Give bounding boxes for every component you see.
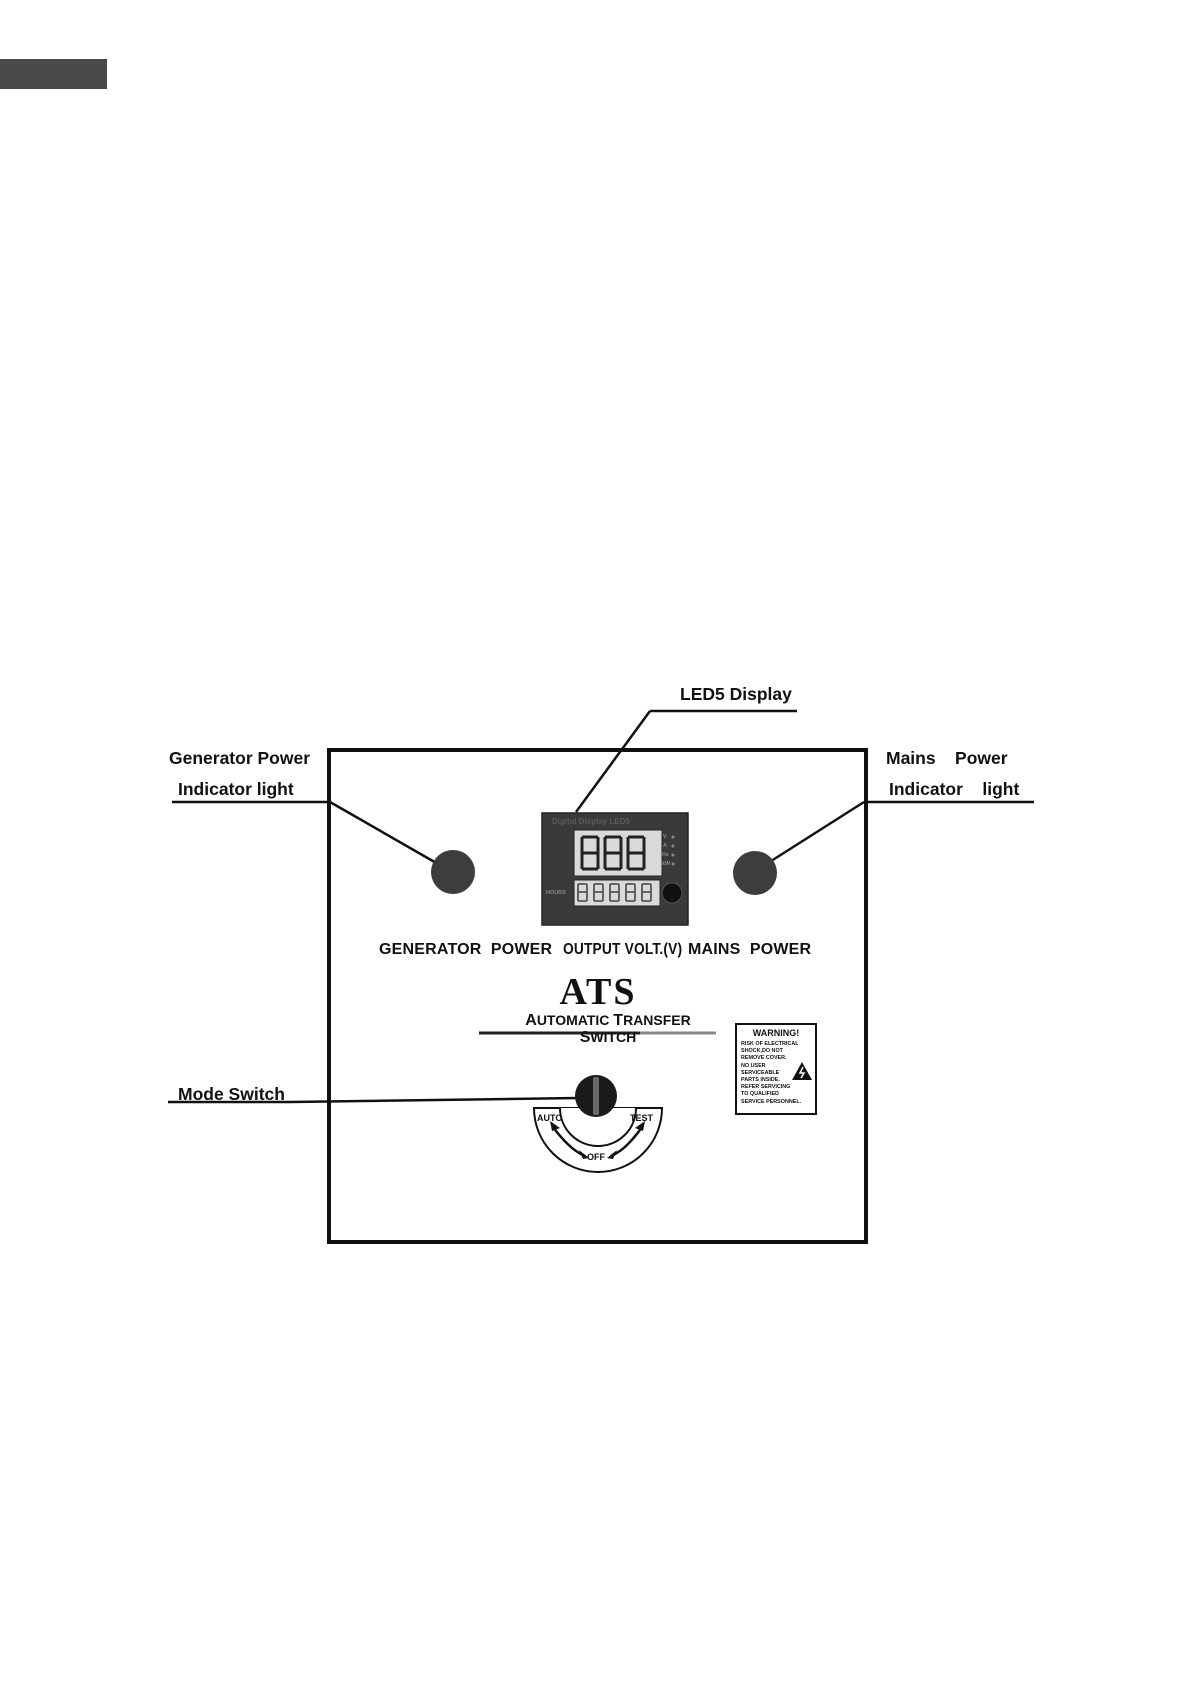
warning-line: RISK OF ELECTRICAL bbox=[741, 1041, 799, 1047]
warning-line: SERVICE PERSONNEL. bbox=[741, 1098, 802, 1105]
mains-power-label: MAINS POWER bbox=[688, 941, 812, 958]
mode-dial bbox=[532, 1075, 664, 1173]
output-volt-label: OUTPUT VOLT.(V) bbox=[563, 941, 683, 958]
subtitle-a-lead: A bbox=[525, 1012, 537, 1029]
generator-callout-line1: Generator Power bbox=[169, 748, 311, 768]
mode-switch-callout-label: Mode Switch bbox=[178, 1084, 285, 1104]
generator-callout-line2: Indicator light bbox=[178, 779, 294, 799]
warning-line: TO QUALIFIED bbox=[741, 1091, 779, 1098]
led-upper-digits bbox=[580, 835, 646, 871]
subtitle-s-rest: WITCH bbox=[590, 1029, 637, 1045]
ats-logo: ATS bbox=[559, 971, 637, 1013]
led-reset-button bbox=[661, 882, 683, 904]
mode-callout-leader bbox=[289, 1096, 579, 1104]
generator-callout-leader bbox=[329, 800, 439, 866]
warning-line: REMOVE COVER. bbox=[741, 1055, 787, 1062]
warning-line: SHOCK,DO NOT bbox=[741, 1048, 783, 1055]
header-tab-bar bbox=[0, 59, 107, 89]
dial-auto-label: AUTO bbox=[537, 1113, 563, 1123]
warning-line: REFER SERVICING bbox=[741, 1084, 791, 1091]
generator-power-label: GENERATOR POWER bbox=[379, 941, 553, 958]
subtitle-t-lead: T bbox=[613, 1012, 624, 1029]
led-callout-label: LED5 Display bbox=[680, 684, 792, 704]
dial-off-label: OFF bbox=[587, 1152, 605, 1162]
generator-power-lamp bbox=[431, 850, 475, 894]
led-indicator-dots bbox=[671, 835, 675, 866]
electric-shock-warning-icon bbox=[792, 1062, 812, 1080]
warning-line: PARTS INSIDE. bbox=[741, 1077, 780, 1084]
ats-subtitle: AUTOMATIC TRANSFER SWITCH bbox=[508, 1012, 708, 1046]
led-display-title: Digital Display LED5 bbox=[552, 817, 630, 826]
led-indicator-v: V bbox=[663, 834, 667, 840]
subtitle-a-rest: UTOMATIC bbox=[536, 1012, 614, 1028]
led-hours-label: HOURS bbox=[546, 890, 566, 896]
warning-title: WARNING! bbox=[752, 1028, 800, 1038]
mains-callout-leader bbox=[767, 800, 865, 865]
subtitle-s-lead: S bbox=[579, 1029, 591, 1046]
mains-callout-line1: Mains Power bbox=[886, 748, 1008, 768]
led5-display-module bbox=[541, 812, 689, 926]
led-indicator-hz: Hz bbox=[662, 852, 669, 858]
led-indicator-a: A bbox=[663, 843, 667, 849]
subtitle-t-rest: RANSFER bbox=[623, 1012, 691, 1028]
mains-callout-line2: Indicator light bbox=[889, 779, 1020, 799]
led-indicator-kw: kW bbox=[662, 861, 671, 867]
dial-test-label: TEST bbox=[630, 1113, 654, 1123]
warning-text: RISK OF ELECTRICAL SHOCK,DO NOT REMOVE C… bbox=[741, 1041, 802, 1106]
warning-line: NO USER bbox=[741, 1062, 766, 1069]
warning-label: WARNING! RISK OF ELECTRICAL SHOCK,DO NOT… bbox=[735, 1023, 817, 1115]
mains-power-lamp bbox=[733, 851, 777, 895]
led-lower-digits bbox=[577, 883, 652, 902]
led-callout-leader bbox=[574, 710, 652, 813]
warning-line: SERVICEABLE bbox=[741, 1069, 780, 1076]
